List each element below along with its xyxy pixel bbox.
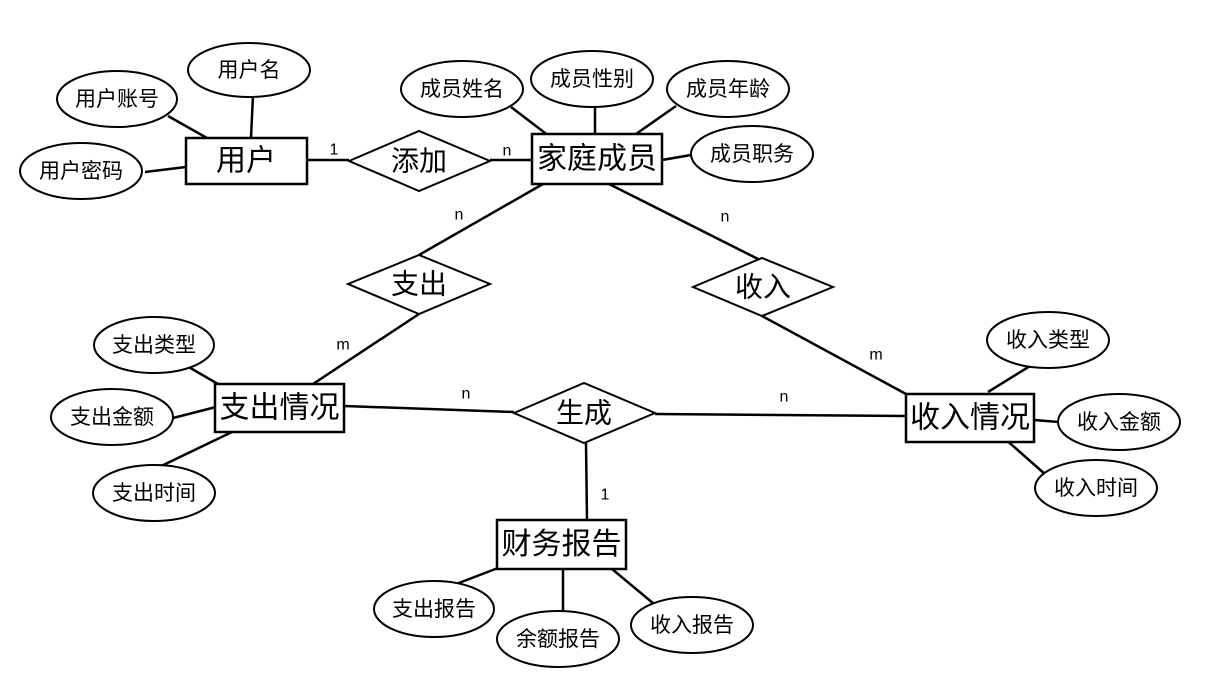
svg-text:收入情况: 收入情况 bbox=[910, 401, 1030, 436]
attribute-income-amount: 收入金额 bbox=[1057, 393, 1181, 451]
entity-expense: 支出情况 bbox=[213, 382, 346, 434]
cardinality-add-user: 1 bbox=[330, 142, 339, 159]
svg-text:成员年龄: 成员年龄 bbox=[686, 77, 770, 101]
attribute-expense-amount: 支出金额 bbox=[50, 388, 174, 446]
attribute-user-password: 用户密码 bbox=[19, 142, 143, 200]
svg-text:收入报告: 收入报告 bbox=[650, 613, 734, 637]
svg-text:成员职务: 成员职务 bbox=[710, 142, 794, 166]
attribute-member-job: 成员职务 bbox=[690, 125, 814, 183]
svg-text:余额报告: 余额报告 bbox=[516, 627, 600, 651]
attribute-income-time: 收入时间 bbox=[1034, 459, 1158, 517]
cardinality-generate-report: 1 bbox=[601, 487, 610, 504]
svg-text:生成: 生成 bbox=[556, 397, 612, 430]
attribute-member-age: 成员年龄 bbox=[666, 60, 790, 118]
svg-text:财务报告: 财务报告 bbox=[502, 527, 622, 562]
attribute-expense-type: 支出类型 bbox=[93, 316, 215, 374]
attribute-expense-report: 支出报告 bbox=[373, 580, 495, 638]
svg-text:收入类型: 收入类型 bbox=[1006, 328, 1090, 352]
connector-lines bbox=[144, 94, 1060, 610]
cardinality-earn-member: n bbox=[721, 209, 730, 226]
cardinality-spend-expense: m bbox=[336, 337, 349, 354]
attribute-balance-report: 余额报告 bbox=[496, 610, 620, 668]
svg-text:支出: 支出 bbox=[391, 268, 447, 301]
svg-text:用户: 用户 bbox=[216, 144, 276, 179]
svg-text:支出情况: 支出情况 bbox=[220, 391, 340, 426]
svg-text:家庭成员: 家庭成员 bbox=[537, 142, 657, 177]
svg-text:收入金额: 收入金额 bbox=[1077, 410, 1161, 434]
relationship-spend: 支出 bbox=[345, 253, 493, 316]
cardinality-spend-member: n bbox=[455, 207, 464, 224]
entity-report: 财务报告 bbox=[495, 518, 628, 571]
cardinality-generate-income: n bbox=[780, 389, 789, 406]
svg-text:收入时间: 收入时间 bbox=[1054, 476, 1138, 500]
attribute-expense-time: 支出时间 bbox=[92, 464, 216, 522]
cardinality-earn-income: m bbox=[869, 347, 882, 364]
attribute-member-name: 成员姓名 bbox=[400, 60, 524, 118]
relationship-generate: 生成 bbox=[511, 381, 658, 445]
svg-text:添加: 添加 bbox=[391, 145, 447, 178]
cardinality-add-member: n bbox=[503, 143, 512, 160]
svg-text:支出时间: 支出时间 bbox=[112, 481, 196, 505]
svg-text:成员性别: 成员性别 bbox=[550, 67, 634, 91]
svg-text:支出类型: 支出类型 bbox=[112, 333, 196, 357]
entity-user: 用户 bbox=[184, 136, 309, 186]
entity-family-member: 家庭成员 bbox=[530, 132, 664, 186]
entity-income: 收入情况 bbox=[904, 392, 1036, 444]
svg-text:成员姓名: 成员姓名 bbox=[420, 77, 504, 101]
attribute-user-account: 用户账号 bbox=[56, 70, 178, 128]
svg-text:支出报告: 支出报告 bbox=[392, 597, 476, 621]
svg-text:用户密码: 用户密码 bbox=[39, 159, 123, 183]
svg-text:用户账号: 用户账号 bbox=[75, 87, 159, 111]
cardinality-generate-expense: n bbox=[462, 386, 471, 403]
svg-text:支出金额: 支出金额 bbox=[70, 405, 154, 429]
attribute-member-gender: 成员性别 bbox=[530, 50, 654, 108]
relationship-earn: 收入 bbox=[690, 256, 836, 318]
attribute-user-name: 用户名 bbox=[187, 42, 311, 98]
svg-text:用户名: 用户名 bbox=[218, 58, 281, 82]
attribute-income-type: 收入类型 bbox=[986, 311, 1110, 369]
relationship-add: 添加 bbox=[346, 129, 493, 193]
svg-text:收入: 收入 bbox=[735, 271, 791, 304]
attribute-income-report: 收入报告 bbox=[630, 596, 754, 654]
